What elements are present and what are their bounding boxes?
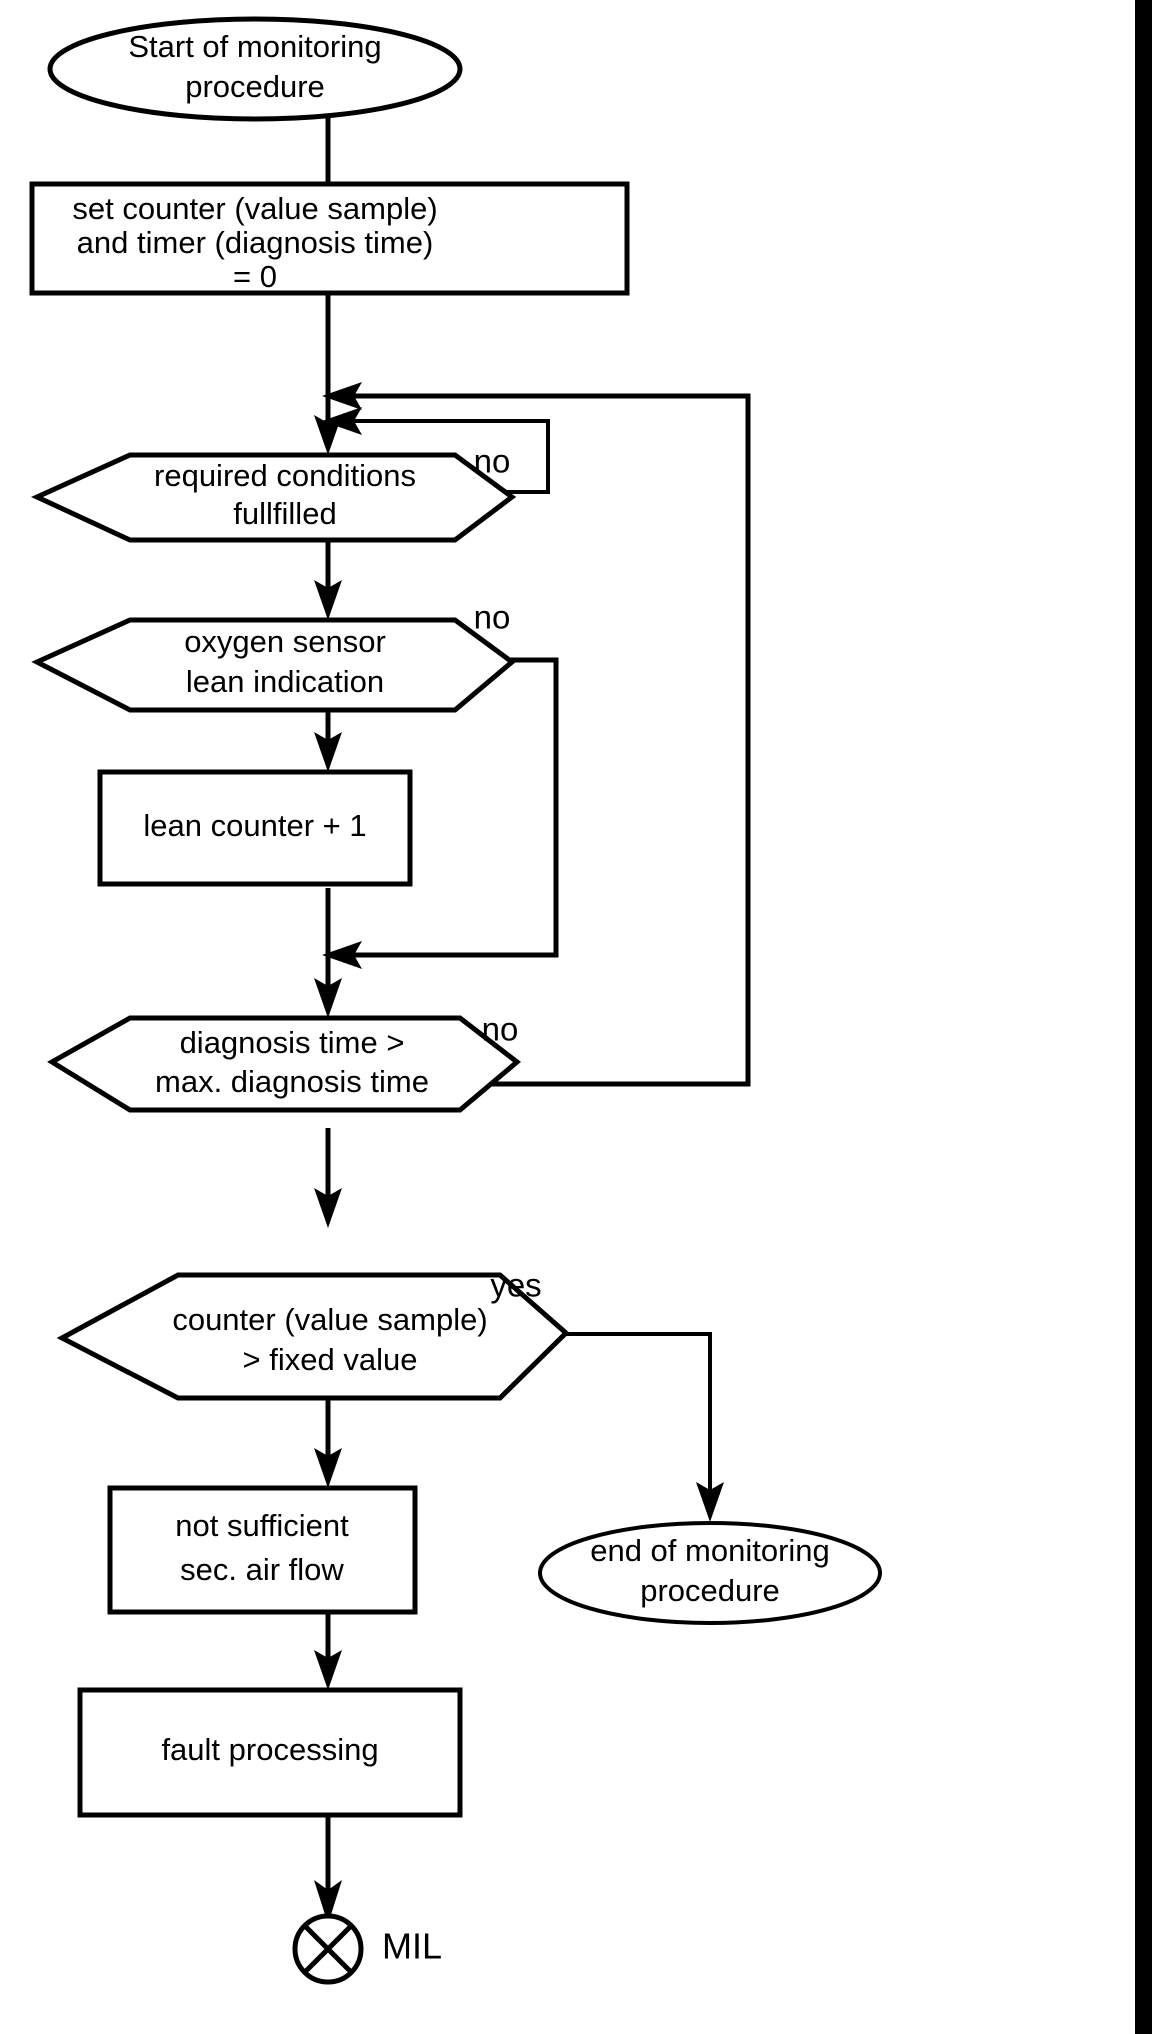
node-fault-processing[interactable]: fault processing xyxy=(77,1687,463,1818)
connector-diagtime-to-countercheck xyxy=(314,1128,342,1228)
connector-conditions-to-oxygen xyxy=(314,540,342,620)
node-notsufficient-line2: sec. air flow xyxy=(180,1552,344,1587)
node-init-line1: set counter (value sample) xyxy=(72,191,437,226)
connector-countercheck-to-notsufficient xyxy=(314,1398,342,1488)
node-lean-counter[interactable]: lean counter + 1 xyxy=(97,769,413,887)
node-not-sufficient[interactable]: not sufficient sec. air flow xyxy=(107,1485,418,1615)
node-oxygen-line1: oxygen sensor xyxy=(184,624,386,659)
node-required-conditions[interactable]: required conditions fullfilled xyxy=(30,452,517,543)
node-init-line2: and timer (diagnosis time) xyxy=(77,225,434,260)
node-mil[interactable]: MIL xyxy=(292,1913,442,1985)
node-counter-check[interactable]: counter (value sample) > fixed value xyxy=(56,1272,570,1401)
node-diagtime-line1: diagnosis time > xyxy=(180,1025,405,1060)
branch-label-oxygen-no: no xyxy=(474,599,511,636)
node-init-line3: = 0 xyxy=(233,259,277,294)
node-fault-line1: fault processing xyxy=(161,1732,378,1767)
node-conditions-line1: required conditions xyxy=(154,458,416,493)
connector-fault-to-mil xyxy=(314,1815,342,1924)
node-init[interactable]: set counter (value sample) and timer (di… xyxy=(29,181,630,296)
node-diagnosis-time[interactable]: diagnosis time > max. diagnosis time xyxy=(47,1015,521,1113)
connector-init-to-conditions xyxy=(314,292,342,455)
node-lean-counter-line1: lean counter + 1 xyxy=(143,808,366,843)
node-notsufficient-line1: not sufficient xyxy=(175,1508,349,1543)
node-end-line1: end of monitoring xyxy=(590,1533,830,1568)
connector-diagtime-no-feedback xyxy=(322,382,751,1087)
node-start[interactable]: Start of monitoring procedure xyxy=(47,16,463,122)
node-start-line1: Start of monitoring xyxy=(128,29,381,64)
right-margin-bar xyxy=(1135,0,1152,2034)
node-diagtime-line2: max. diagnosis time xyxy=(155,1064,429,1099)
node-countercheck-line1: counter (value sample) xyxy=(172,1302,487,1337)
node-end[interactable]: end of monitoring procedure xyxy=(538,1521,882,1625)
node-oxygen-line2: lean indication xyxy=(186,664,384,699)
node-conditions-line2: fullfilled xyxy=(233,496,336,531)
branch-label-countercheck-yes: yes xyxy=(490,1267,541,1304)
branch-label-diagtime-no: no xyxy=(482,1011,519,1048)
node-oxygen-sensor[interactable]: oxygen sensor lean indication xyxy=(31,617,517,713)
node-end-line2: procedure xyxy=(640,1573,780,1608)
connector-notsufficient-to-fault xyxy=(314,1612,342,1690)
node-countercheck-line2: > fixed value xyxy=(243,1342,418,1377)
connector-leancounter-to-diagtime xyxy=(314,888,342,1018)
node-mil-label: MIL xyxy=(382,1926,442,1967)
node-start-line2: procedure xyxy=(185,69,325,104)
branch-label-conditions-no: no xyxy=(474,443,511,480)
